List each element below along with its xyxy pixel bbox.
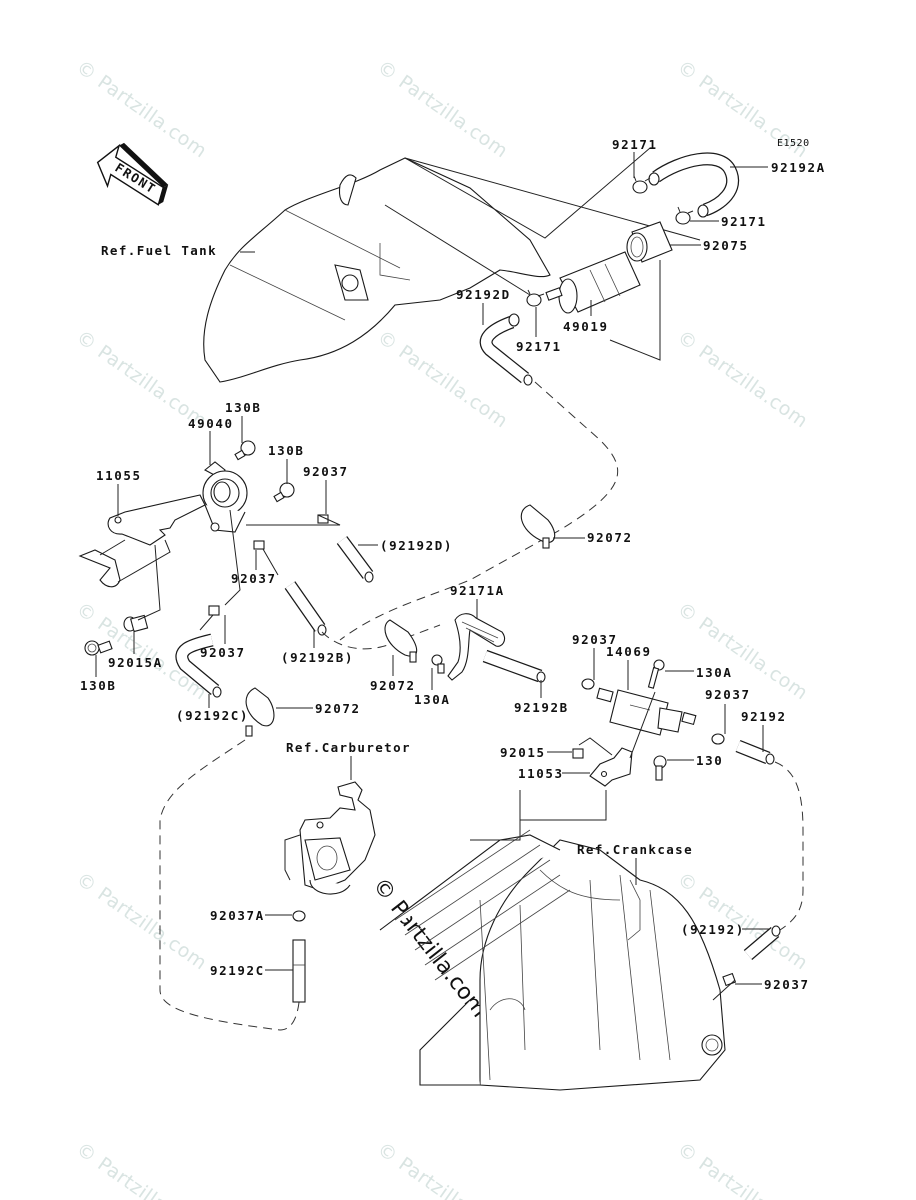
watermark: © Partzilla.com bbox=[72, 1138, 211, 1200]
hose-92192D bbox=[479, 313, 533, 386]
hose-92192 bbox=[735, 739, 775, 765]
label-130[interactable]: 130 bbox=[696, 753, 723, 768]
clamp-92171-top bbox=[632, 175, 651, 194]
label-130B[interactable]: 130B bbox=[268, 443, 305, 458]
watermark: © Partzilla.com bbox=[72, 868, 211, 974]
label-92075[interactable]: 92075 bbox=[703, 238, 749, 253]
label-92192D[interactable]: 92192D bbox=[456, 287, 511, 302]
ref-fuel-tank-label[interactable]: Ref.Fuel Tank bbox=[101, 243, 217, 258]
collar-92015A bbox=[123, 614, 149, 633]
nut-92015 bbox=[572, 748, 584, 759]
label-92192-paren[interactable]: (92192) bbox=[681, 922, 745, 937]
label-92015A[interactable]: 92015A bbox=[108, 655, 163, 670]
bolt-130B-top bbox=[234, 440, 256, 461]
label-92192D-paren[interactable]: (92192D) bbox=[380, 538, 453, 553]
label-92192C-paren[interactable]: (92192C) bbox=[176, 708, 249, 723]
carburetor-outline bbox=[284, 781, 376, 895]
ref-crankcase-label[interactable]: Ref.Crankcase bbox=[577, 842, 693, 857]
bolt-130B-mid bbox=[273, 482, 295, 503]
bracket-11055 bbox=[78, 494, 206, 588]
label-49019[interactable]: 49019 bbox=[563, 319, 609, 334]
label-49040[interactable]: 49040 bbox=[188, 416, 234, 431]
label-92171[interactable]: 92171 bbox=[721, 214, 767, 229]
hose-92192-paren bbox=[743, 925, 781, 960]
front-arrow-icon: FRONT bbox=[96, 142, 169, 206]
clamp-92037-e bbox=[711, 733, 725, 745]
band-clamp-92072-low bbox=[245, 687, 275, 737]
label-92037[interactable]: 92037 bbox=[231, 571, 277, 586]
label-92037[interactable]: 92037 bbox=[200, 645, 246, 660]
ref-carburetor-label[interactable]: Ref.Carburetor bbox=[286, 740, 411, 755]
hose-92192D-lower bbox=[336, 536, 374, 583]
guard-92171A bbox=[447, 613, 505, 681]
hose-92192C bbox=[292, 939, 306, 1003]
clamp-92037-d bbox=[581, 678, 595, 690]
label-92072[interactable]: 92072 bbox=[315, 701, 361, 716]
bolt-130A-a bbox=[431, 654, 445, 674]
clamp-92037A bbox=[292, 910, 306, 922]
label-92192[interactable]: 92192 bbox=[741, 709, 787, 724]
label-92192A[interactable]: 92192A bbox=[771, 160, 826, 175]
label-92171[interactable]: 92171 bbox=[516, 339, 562, 354]
label-92192B[interactable]: 92192B bbox=[514, 700, 569, 715]
crankcase-outline bbox=[379, 829, 726, 1091]
label-130B[interactable]: 130B bbox=[225, 400, 262, 415]
label-92037[interactable]: 92037 bbox=[303, 464, 349, 479]
diagram-code: E1520 bbox=[777, 138, 810, 149]
clamp-92037-c bbox=[208, 605, 220, 616]
label-92037[interactable]: 92037 bbox=[705, 687, 751, 702]
label-92072[interactable]: 92072 bbox=[587, 530, 633, 545]
label-92015[interactable]: 92015 bbox=[500, 745, 546, 760]
label-11055[interactable]: 11055 bbox=[96, 468, 142, 483]
fuel-filter-14069 bbox=[596, 687, 697, 736]
part-labels: 92171 92192A 92171 92075 92192D 49019 92… bbox=[80, 137, 826, 992]
hose-92192A bbox=[648, 152, 739, 218]
watermark: © Partzilla.com bbox=[673, 1138, 812, 1200]
label-92171A[interactable]: 92171A bbox=[450, 583, 505, 598]
label-92037[interactable]: 92037 bbox=[572, 632, 618, 647]
label-92171[interactable]: 92171 bbox=[612, 137, 658, 152]
hose-92192B-paren bbox=[284, 581, 327, 636]
bolt-130A-b bbox=[647, 659, 665, 689]
label-92072[interactable]: 92072 bbox=[370, 678, 416, 693]
hose-92192B bbox=[482, 649, 546, 683]
bolt-130 bbox=[653, 755, 667, 781]
band-clamp-92072-mid bbox=[384, 619, 418, 663]
label-92037[interactable]: 92037 bbox=[764, 977, 810, 992]
watermark: © Partzilla.com bbox=[673, 326, 812, 432]
clamp-92037-b bbox=[253, 540, 265, 550]
fuel-tank-outline bbox=[203, 157, 551, 383]
watermark: © Partzilla.com bbox=[72, 56, 211, 162]
watermark: © Partzilla.com bbox=[373, 1138, 512, 1200]
label-130A[interactable]: 130A bbox=[696, 665, 733, 680]
clamp-92171-right bbox=[675, 206, 694, 225]
label-14069[interactable]: 14069 bbox=[606, 644, 652, 659]
label-92037A[interactable]: 92037A bbox=[210, 908, 265, 923]
watermark: © Partzilla.com bbox=[373, 56, 512, 162]
filter-holder-92075 bbox=[626, 221, 673, 263]
fuel-filter-49019 bbox=[545, 251, 641, 314]
label-92192C[interactable]: 92192C bbox=[210, 963, 265, 978]
clamp-92171-mid bbox=[526, 289, 545, 307]
label-92192B-paren[interactable]: (92192B) bbox=[281, 650, 354, 665]
label-130A[interactable]: 130A bbox=[414, 692, 451, 707]
band-clamp-92072-right bbox=[520, 504, 556, 549]
label-11053[interactable]: 11053 bbox=[518, 766, 564, 781]
label-130B[interactable]: 130B bbox=[80, 678, 117, 693]
bolt-130B-low bbox=[84, 640, 113, 656]
hose-92192C-paren bbox=[175, 633, 222, 698]
fuel-pump-49040 bbox=[202, 461, 248, 533]
clamp-92037-f bbox=[722, 972, 737, 987]
